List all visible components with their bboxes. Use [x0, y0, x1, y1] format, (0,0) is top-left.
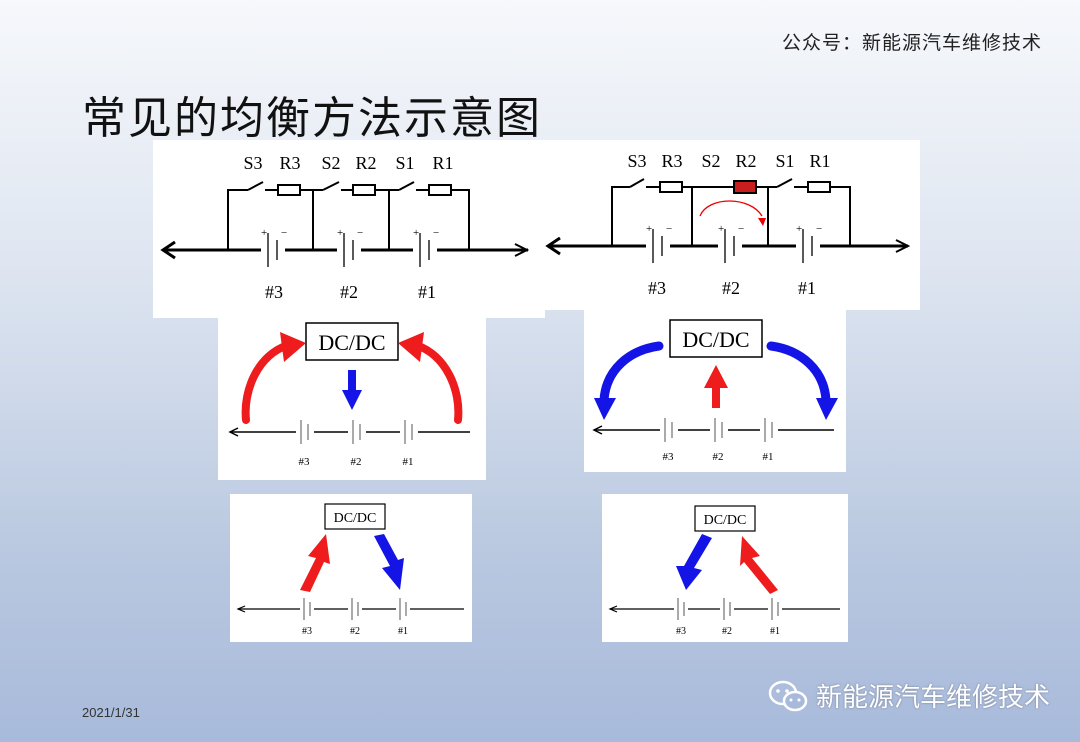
- cell-label-2: #2: [351, 456, 362, 468]
- label-r3: R3: [661, 151, 682, 171]
- cell-minus: −: [281, 227, 287, 239]
- blue-arrow-down: [676, 534, 712, 590]
- account-watermark: 公众号：新能源汽车维修技术: [781, 32, 1042, 54]
- resistor-balancing-diagram-right: S3 R3 S2 R2 S1 R1 + − + − + − #3 #2 #1: [540, 140, 920, 310]
- cell-minus: −: [816, 223, 822, 235]
- blue-arrow-down: [348, 370, 356, 390]
- label-s1: S1: [775, 151, 794, 171]
- cell-plus: +: [337, 227, 343, 239]
- red-arrow-right: [412, 341, 463, 424]
- cell-plus: +: [413, 227, 419, 239]
- wechat-watermark: 新能源汽车维修技术: [768, 677, 1050, 714]
- cell-minus: −: [433, 227, 439, 239]
- dcdc-balancing-diagram-left: DC/DC #3 #2 #1: [218, 310, 486, 480]
- label-s2: S2: [701, 151, 720, 171]
- cell-plus: +: [646, 223, 652, 235]
- page-title: 常见的均衡方法示意图: [82, 93, 542, 144]
- cell-minus: −: [357, 227, 363, 239]
- dcdc-box: [324, 503, 386, 530]
- red-arrow-up: [740, 536, 778, 594]
- cell-label-3: #3: [265, 282, 283, 302]
- blue-arrow-left: [599, 341, 664, 405]
- dcdc-cell-transfer-diagram-left: DC/DC #3 #2 #1: [230, 494, 472, 642]
- cell-plus: +: [796, 223, 802, 235]
- wechat-brand-text: 新能源汽车维修技术: [815, 683, 1050, 713]
- active-resistor-r2: [733, 180, 757, 194]
- cell-label-1: #1: [763, 451, 774, 463]
- label-s2: S2: [321, 153, 340, 173]
- dcdc-box: [694, 505, 756, 532]
- cell-minus: −: [666, 223, 672, 235]
- label-s3: S3: [243, 153, 262, 173]
- dcdc-label: DC/DC: [318, 330, 385, 355]
- dcdc-box: [305, 322, 399, 361]
- cell-minus: −: [738, 223, 744, 235]
- label-r1: R1: [432, 153, 453, 173]
- dcdc-label: DC/DC: [704, 513, 747, 528]
- dcdc-box: [669, 319, 763, 358]
- cell-label-3: #3: [299, 456, 311, 468]
- cell-label-2: #2: [350, 626, 360, 637]
- blue-arrow-down: [374, 534, 404, 590]
- label-s1: S1: [395, 153, 414, 173]
- cell-label-1: #1: [403, 456, 414, 468]
- label-r1: R1: [809, 151, 830, 171]
- red-arrow-up: [704, 365, 728, 408]
- cell-label-2: #2: [713, 451, 724, 463]
- cell-label-2: #2: [722, 626, 732, 637]
- cell-label-1: #1: [798, 278, 816, 298]
- discharge-current-arrow: [699, 200, 763, 217]
- cell-label-2: #2: [340, 282, 358, 302]
- dcdc-balancing-diagram-right: DC/DC #3 #2 #1: [584, 310, 846, 472]
- cell-label-2: #2: [722, 278, 740, 298]
- red-arrow-up: [300, 534, 330, 592]
- cell-label-1: #1: [398, 626, 408, 637]
- cell-label-3: #3: [648, 278, 666, 298]
- cell-label-1: #1: [418, 282, 436, 302]
- dcdc-label: DC/DC: [334, 511, 377, 526]
- label-r2: R2: [735, 151, 756, 171]
- label-r3: R3: [279, 153, 300, 173]
- wechat-icon: [768, 680, 808, 711]
- cell-plus: +: [718, 223, 724, 235]
- cell-label-3: #3: [302, 626, 312, 637]
- cell-plus: +: [261, 227, 267, 239]
- cell-label-1: #1: [770, 626, 780, 637]
- cell-label-3: #3: [676, 626, 686, 637]
- slide-date: 2021/1/31: [82, 705, 140, 720]
- label-s3: S3: [627, 151, 646, 171]
- red-arrow-left: [241, 341, 292, 424]
- resistor-balancing-diagram-left: S3 R3 S2 R2 S1 R1 + − + − + −: [153, 140, 545, 318]
- dcdc-label: DC/DC: [682, 327, 749, 352]
- label-r2: R2: [355, 153, 376, 173]
- cell-label-3: #3: [663, 451, 675, 463]
- blue-arrow-right: [766, 341, 831, 405]
- dcdc-cell-transfer-diagram-right: DC/DC #3 #2 #1: [602, 494, 848, 642]
